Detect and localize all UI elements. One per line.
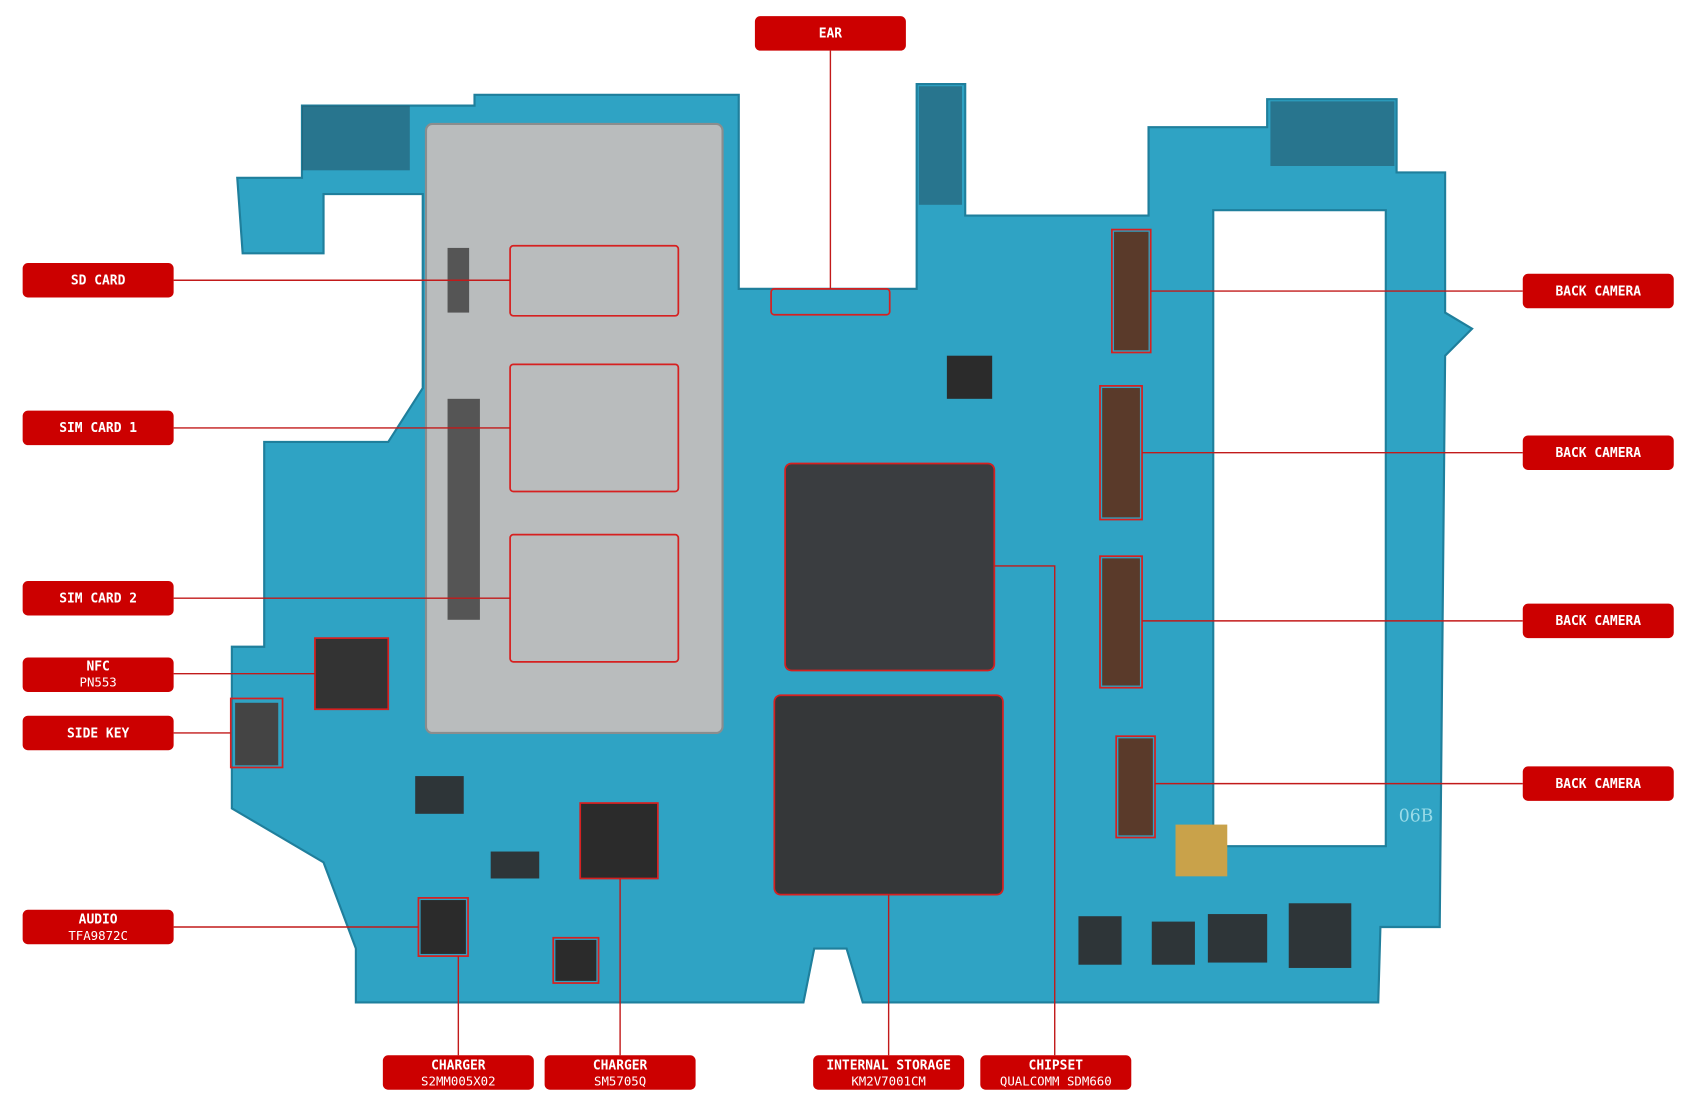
- camera-connectors: [1102, 231, 1153, 836]
- svg-text:EAR: EAR: [819, 27, 843, 42]
- svg-text:INTERNAL STORAGE: INTERNAL STORAGE: [826, 1058, 951, 1073]
- svg-text:S2MM005X02: S2MM005X02: [421, 1073, 496, 1088]
- svg-text:SIM CARD 2: SIM CARD 2: [59, 592, 137, 607]
- label-sim-card-2: SIM CARD 2: [22, 580, 174, 616]
- svg-text:BACK CAMERA: BACK CAMERA: [1555, 777, 1641, 792]
- svg-text:TFA9872C: TFA9872C: [68, 928, 128, 943]
- svg-text:PN553: PN553: [80, 675, 117, 690]
- small-chips: [415, 776, 1352, 968]
- label-back-camera-2: BACK CAMERA: [1522, 435, 1674, 470]
- svg-text:CHIPSET: CHIPSET: [1029, 1058, 1084, 1073]
- cam-highlight: [1115, 735, 1156, 839]
- svg-text:SD CARD: SD CARD: [71, 274, 126, 289]
- label-sim-card-1: SIM CARD 1: [22, 410, 174, 446]
- cam-highlight: [1099, 555, 1143, 689]
- svg-text:CHARGER: CHARGER: [593, 1058, 648, 1073]
- svg-text:AUDIO: AUDIO: [79, 913, 118, 928]
- label-back-camera-1: BACK CAMERA: [1522, 273, 1674, 309]
- label-side-key: SIDE KEY: [22, 715, 174, 751]
- svg-text:CHARGER: CHARGER: [431, 1058, 486, 1073]
- label-back-camera-4: BACK CAMERA: [1522, 766, 1674, 801]
- tray-slot: [447, 398, 480, 620]
- label-back-camera-3: BACK CAMERA: [1522, 603, 1674, 639]
- svg-text:SIM CARD 1: SIM CARD 1: [59, 421, 137, 436]
- board-edge-dark: [1270, 101, 1395, 166]
- svg-text:KM2V7001CM: KM2V7001CM: [851, 1073, 926, 1088]
- svg-text:BACK CAMERA: BACK CAMERA: [1555, 614, 1641, 629]
- label-sd-card: SD CARD: [22, 263, 174, 298]
- nfc-chip: [314, 638, 389, 710]
- svg-text:SM5705Q: SM5705Q: [594, 1073, 646, 1088]
- board-edge-dark: [918, 86, 962, 205]
- charger-chip: [580, 803, 658, 879]
- leader-lines: [173, 50, 1523, 1056]
- board-edge-dark: [301, 105, 410, 171]
- svg-text:BACK CAMERA: BACK CAMERA: [1555, 284, 1641, 299]
- pmic-chip: [946, 355, 993, 399]
- svg-text:QUALCOMM SDM660: QUALCOMM SDM660: [1000, 1073, 1112, 1088]
- label-ear: EAR: [754, 16, 906, 51]
- audio-chip: [420, 900, 466, 954]
- storage-chip: [774, 695, 1003, 895]
- svg-text:SIDE KEY: SIDE KEY: [67, 726, 129, 741]
- side-key-connector: [235, 702, 279, 766]
- chipset-highlight: [784, 462, 996, 672]
- charger-chip-small: [555, 939, 597, 981]
- chipset-chip: [785, 463, 995, 671]
- svg-text:BACK CAMERA: BACK CAMERA: [1555, 446, 1641, 461]
- board-marking: 06B: [1399, 806, 1434, 826]
- charger1-highlight: [552, 936, 600, 984]
- svg-text:NFC: NFC: [86, 659, 109, 674]
- charger2-highlight: [579, 802, 659, 880]
- qr-code: [1175, 824, 1228, 877]
